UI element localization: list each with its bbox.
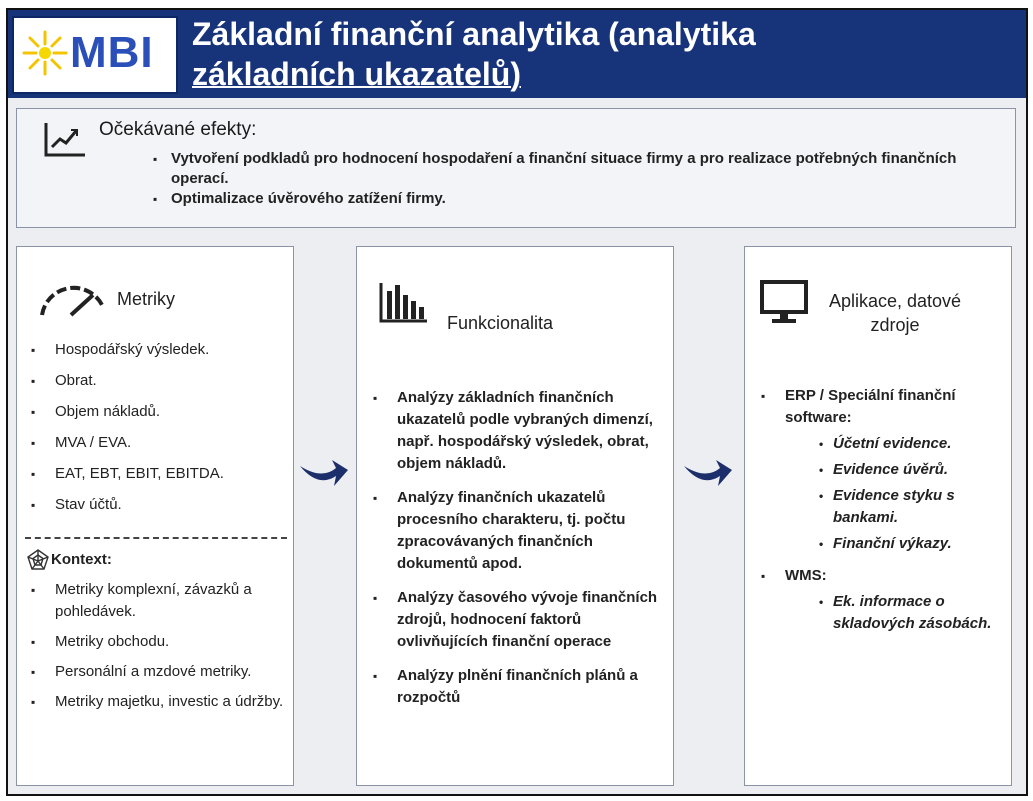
metric-item: Stav účtů. <box>25 494 285 516</box>
erp-subitem: Účetní evidence. <box>785 433 1005 455</box>
function-item: Analýzy plnění finančních plánů a rozpoč… <box>367 665 667 709</box>
function-item: Analýzy časového vývoje finančních zdroj… <box>367 587 667 653</box>
funkcionalita-card: Funkcionalita Analýzy základních finančn… <box>356 246 674 786</box>
wms-item: WMS: Ek. informace o skladových zásobách… <box>755 565 1005 635</box>
metric-item: MVA / EVA. <box>25 432 285 454</box>
slide-frame: MBI Základní finanční analytika (analyti… <box>6 8 1028 796</box>
metric-item: Obrat. <box>25 370 285 392</box>
trend-chart-icon <box>44 123 85 157</box>
dashed-divider <box>25 537 287 539</box>
erp-subitem: Evidence styku s bankami. <box>785 485 1005 529</box>
metriky-list: Hospodářský výsledek. Obrat. Objem nákla… <box>25 339 285 525</box>
funkcionalita-list: Analýzy základních finančních ukazatelů … <box>367 387 667 721</box>
metric-item: EAT, EBT, EBIT, EBITDA. <box>25 463 285 485</box>
funkcionalita-title: Funkcionalita <box>447 313 554 333</box>
gauge-icon <box>40 285 104 317</box>
erp-item: ERP / Speciální finanční software: Účetn… <box>755 385 1005 555</box>
metric-item: Hospodářský výsledek. <box>25 339 285 361</box>
logo-text: MBI <box>70 28 154 77</box>
metriky-title: Metriky <box>117 289 175 309</box>
erp-sublist: Účetní evidence. Evidence úvěrů. Evidenc… <box>785 433 1005 555</box>
context-item: Personální a mzdové metriky. <box>25 661 287 683</box>
arrow-right-icon <box>300 460 348 486</box>
sun-icon <box>22 30 68 76</box>
effects-list: Vytvoření podkladů pro hodnocení hospoda… <box>149 149 969 209</box>
page-title: Základní finanční analytika (analytika z… <box>192 14 1016 94</box>
context-item: Metriky obchodu. <box>25 631 287 653</box>
metric-item: Objem nákladů. <box>25 401 285 423</box>
bar-chart-icon <box>379 283 427 323</box>
title-line-1: Základní finanční analytika (analytika <box>192 16 756 52</box>
erp-subitem: Finanční výkazy. <box>785 533 1005 555</box>
erp-label: ERP / Speciální finanční software: <box>785 387 956 426</box>
effects-heading: Očekávané efekty: <box>99 119 257 140</box>
mbi-logo: MBI <box>12 16 178 94</box>
wms-sublist: Ek. informace o skladových zásobách. <box>785 591 1005 635</box>
spider-web-icon <box>27 549 49 570</box>
aplikace-card: Aplikace, datové zdroje ERP / Speciální … <box>744 246 1012 786</box>
function-item: Analýzy finančních ukazatelů procesního … <box>367 487 667 575</box>
erp-subitem: Evidence úvěrů. <box>785 459 1005 481</box>
context-item: Metriky komplexní, závazků a pohledávek. <box>25 579 287 623</box>
function-item: Analýzy základních finančních ukazatelů … <box>367 387 667 475</box>
metriky-card: Metriky Hospodářský výsledek. Obrat. Obj… <box>16 246 294 786</box>
effect-item: Optimalizace úvěrového zatížení firmy. <box>149 189 969 209</box>
title-line-2: základních ukazatelů) <box>192 56 521 92</box>
aplikace-list: ERP / Speciální finanční software: Účetn… <box>755 385 1005 645</box>
monitor-icon <box>760 280 808 323</box>
context-item: Metriky majetku, investic a údržby. <box>25 691 287 713</box>
context-list: Metriky komplexní, závazků a pohledávek.… <box>25 579 287 721</box>
expected-effects-panel: Očekávané efekty: Vytvoření podkladů pro… <box>16 108 1016 228</box>
aplikace-title: Aplikace, datové zdroje <box>828 291 962 335</box>
context-title: Kontext: <box>51 551 112 568</box>
wms-subitem: Ek. informace o skladových zásobách. <box>785 591 1005 635</box>
effect-item: Vytvoření podkladů pro hodnocení hospoda… <box>149 149 969 189</box>
wms-label: WMS: <box>785 567 827 584</box>
header-bar: MBI Základní finanční analytika (analyti… <box>8 10 1026 98</box>
arrow-right-icon <box>684 460 732 486</box>
